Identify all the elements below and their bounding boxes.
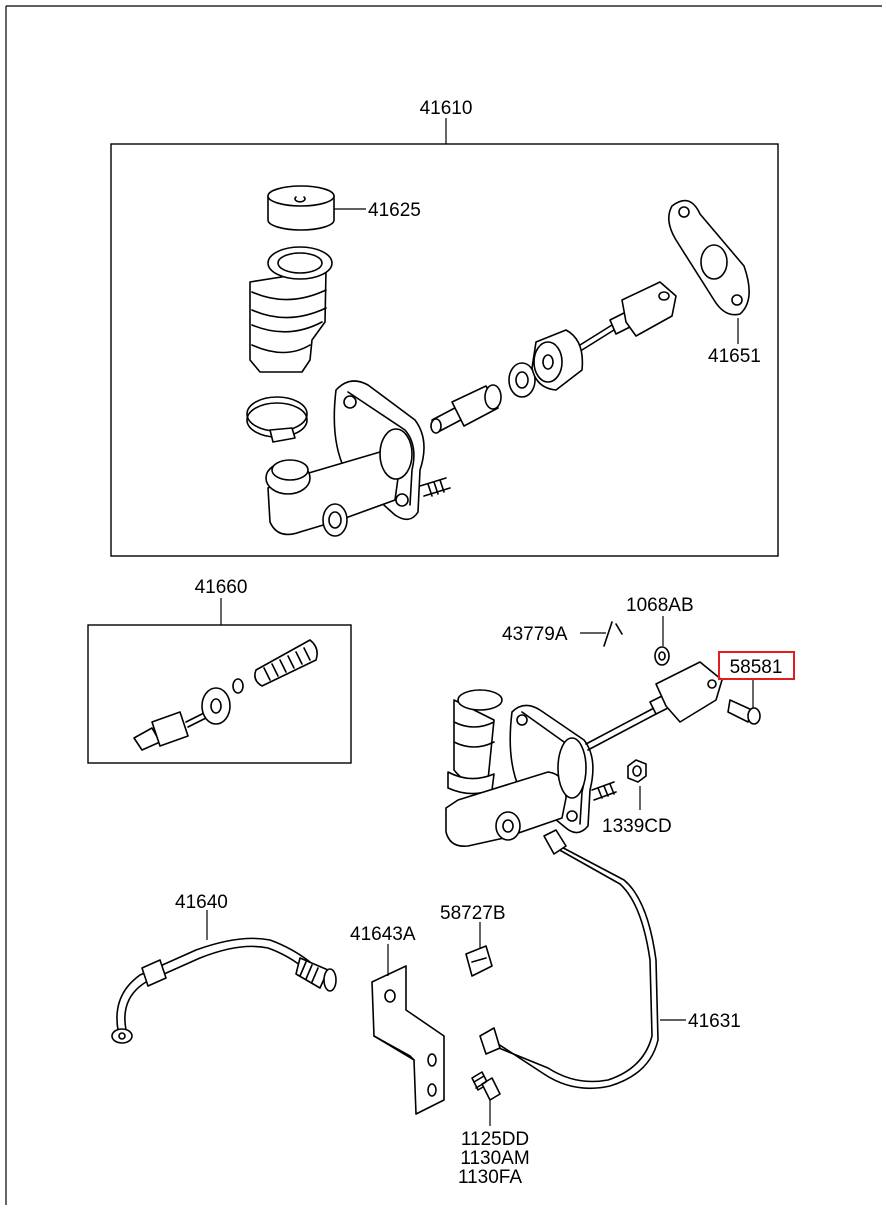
repair-kit-parts: [133, 639, 318, 751]
reservoir-cap-41625[interactable]: [267, 185, 335, 231]
clutch-tube-41631[interactable]: [479, 829, 659, 1090]
label-41660[interactable]: 41660: [195, 577, 248, 598]
label-1125DD[interactable]: 1125DD: [461, 1129, 529, 1150]
label-58581[interactable]: 58581: [730, 657, 783, 678]
bolt-1125DD[interactable]: [471, 1071, 501, 1101]
nut-1339CD[interactable]: [627, 759, 647, 783]
label-43779A[interactable]: 43779A: [502, 624, 568, 645]
label-41640[interactable]: 41640: [175, 892, 228, 913]
clevis-pin-58581[interactable]: [727, 699, 761, 725]
label-41631[interactable]: 41631: [688, 1011, 741, 1032]
label-41610[interactable]: 41610: [420, 98, 473, 119]
clevis-pin-clip-43779A[interactable]: [603, 621, 623, 647]
label-1130FA[interactable]: 1130FA: [458, 1167, 522, 1188]
assembly-box-41610: [110, 143, 779, 557]
assembly-box-41660: [87, 624, 352, 764]
label-41625[interactable]: 41625: [368, 200, 421, 221]
bracket-41643A[interactable]: [371, 965, 445, 1115]
page-frame: [5, 5, 882, 1205]
washer-1068AB[interactable]: [654, 646, 670, 666]
hose-clamp: [246, 396, 308, 443]
piston-assembly: [430, 329, 584, 434]
master-cylinder-body: [265, 380, 451, 537]
label-58727B[interactable]: 58727B: [440, 903, 506, 924]
clip-58727B[interactable]: [465, 945, 493, 977]
master-cylinder-assembled: [445, 661, 723, 848]
push-rod-clevis: [579, 281, 677, 351]
highlight-box-58581: [718, 651, 795, 680]
label-1068AB[interactable]: 1068AB: [626, 595, 694, 616]
label-41643A[interactable]: 41643A: [350, 924, 416, 945]
clutch-hose-41640[interactable]: [111, 937, 337, 1044]
label-1130AM[interactable]: 1130AM: [460, 1148, 529, 1169]
label-1339CD[interactable]: 1339CD: [602, 816, 672, 837]
label-41651[interactable]: 41651: [708, 346, 761, 367]
gasket-41651[interactable]: [668, 199, 750, 316]
reservoir: [249, 246, 333, 373]
